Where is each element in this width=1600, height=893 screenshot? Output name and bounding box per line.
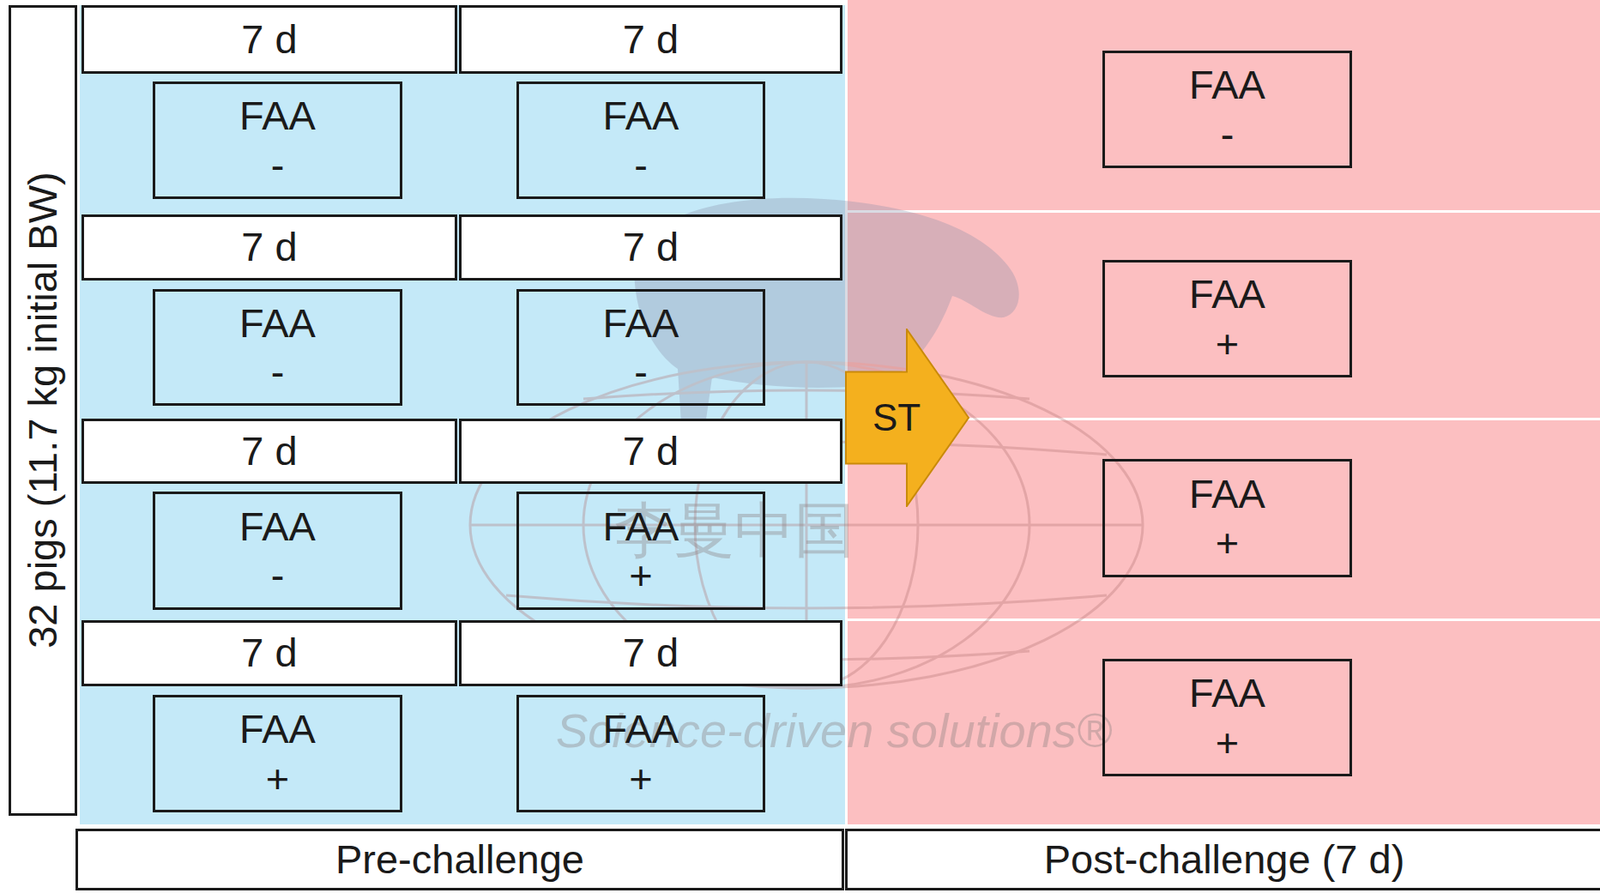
duration-box: 7 d — [458, 214, 843, 281]
text-holder: 7 d — [461, 622, 840, 684]
treatment-sign: - — [1220, 109, 1235, 159]
box-label: 7 d — [241, 629, 297, 677]
treatment-sign: + — [265, 754, 290, 804]
treatment-box: FAA+ — [152, 694, 403, 813]
treatment-name: FAA — [1189, 60, 1266, 109]
text-holder: FAA+ — [1104, 262, 1350, 375]
phase-box: Pre-challenge — [75, 828, 845, 891]
text-holder: 7 d — [461, 217, 840, 278]
duration-box: 7 d — [81, 5, 458, 74]
box-label: 7 d — [241, 223, 297, 271]
treatment-box: FAA- — [152, 81, 403, 200]
duration-box: 7 d — [81, 418, 458, 484]
text-holder: 7 d — [461, 7, 840, 72]
treatment-sign: - — [633, 140, 648, 190]
text-holder: FAA- — [1104, 53, 1350, 166]
treatment-name: FAA — [603, 704, 680, 754]
box-label: 32 pigs (11.7 kg initial BW) — [19, 172, 67, 650]
box-label: Post-challenge (7 d) — [1044, 836, 1406, 883]
treatment-name: FAA — [239, 90, 316, 140]
text-holder: FAA- — [155, 494, 400, 608]
treatment-name: FAA — [1189, 469, 1266, 519]
treatment-sign: - — [271, 140, 285, 190]
treatment-sign: + — [628, 754, 653, 804]
treatment-sign: + — [628, 550, 653, 600]
challenge-arrow: ST — [845, 328, 971, 508]
duration-box: 7 d — [458, 620, 843, 687]
treatment-name: FAA — [239, 501, 316, 551]
box-label: 7 d — [622, 16, 679, 63]
box-label: 7 d — [241, 16, 297, 63]
treatment-box: FAA- — [1102, 50, 1353, 169]
arrow-outline — [845, 329, 969, 507]
treatment-sign: + — [1215, 319, 1239, 369]
box-label: Pre-challenge — [335, 836, 585, 883]
text-holder: ST — [845, 328, 948, 508]
text-holder: Post-challenge (7 d) — [847, 831, 1600, 888]
text-holder: FAA+ — [1104, 461, 1350, 575]
text-holder: 7 d — [84, 7, 455, 72]
box-label: 7 d — [622, 629, 679, 677]
duration-box: 7 d — [81, 214, 458, 281]
treatment-box: FAA- — [152, 289, 403, 406]
treatment-name: FAA — [603, 501, 680, 551]
text-holder: FAA- — [155, 84, 400, 197]
treatment-box: FAA+ — [516, 694, 766, 813]
text-holder: FAA+ — [519, 697, 763, 810]
duration-box: 7 d — [81, 620, 458, 687]
box-label: 7 d — [241, 428, 297, 475]
treatment-box: FAA+ — [1102, 259, 1353, 378]
text-holder: 32 pigs (11.7 kg initial BW) — [11, 7, 75, 814]
treatment-box: FAA+ — [516, 491, 766, 610]
treatment-name: FAA — [1189, 269, 1266, 319]
text-holder: Pre-challenge — [78, 831, 842, 888]
text-holder: 7 d — [84, 217, 455, 278]
phase-box: Post-challenge (7 d) — [845, 828, 1600, 891]
text-holder: FAA- — [519, 291, 763, 404]
treatment-sign: + — [1215, 518, 1239, 568]
treatment-box: FAA+ — [1102, 458, 1353, 578]
text-holder: FAA+ — [1104, 661, 1350, 774]
treatment-name: FAA — [239, 704, 316, 754]
treatment-name: FAA — [603, 90, 680, 140]
group-box: 32 pigs (11.7 kg initial BW) — [8, 5, 78, 816]
treatment-box: FAA- — [516, 289, 766, 406]
text-holder: FAA+ — [519, 494, 763, 608]
treatment-box: FAA+ — [1102, 658, 1353, 777]
treatment-sign: - — [633, 347, 648, 397]
box-label: 7 d — [622, 428, 679, 475]
box-label: ST — [872, 396, 921, 441]
text-holder: 7 d — [84, 622, 455, 684]
treatment-name: FAA — [239, 298, 316, 348]
treatment-sign: - — [271, 550, 285, 600]
treatment-sign: + — [1215, 718, 1239, 767]
box-label: 7 d — [622, 223, 679, 271]
treatment-name: FAA — [1189, 668, 1266, 718]
duration-box: 7 d — [458, 5, 843, 74]
duration-box: 7 d — [458, 418, 843, 484]
treatment-box: FAA- — [516, 81, 766, 200]
pre-challenge-band — [79, 5, 846, 825]
treatment-sign: - — [271, 347, 285, 397]
text-holder: FAA- — [519, 84, 763, 197]
text-holder: 7 d — [461, 421, 840, 482]
treatment-box: FAA- — [152, 491, 403, 610]
text-holder: 7 d — [84, 421, 455, 482]
text-holder: FAA+ — [155, 697, 400, 810]
text-holder: FAA- — [155, 291, 400, 404]
treatment-name: FAA — [603, 298, 680, 348]
